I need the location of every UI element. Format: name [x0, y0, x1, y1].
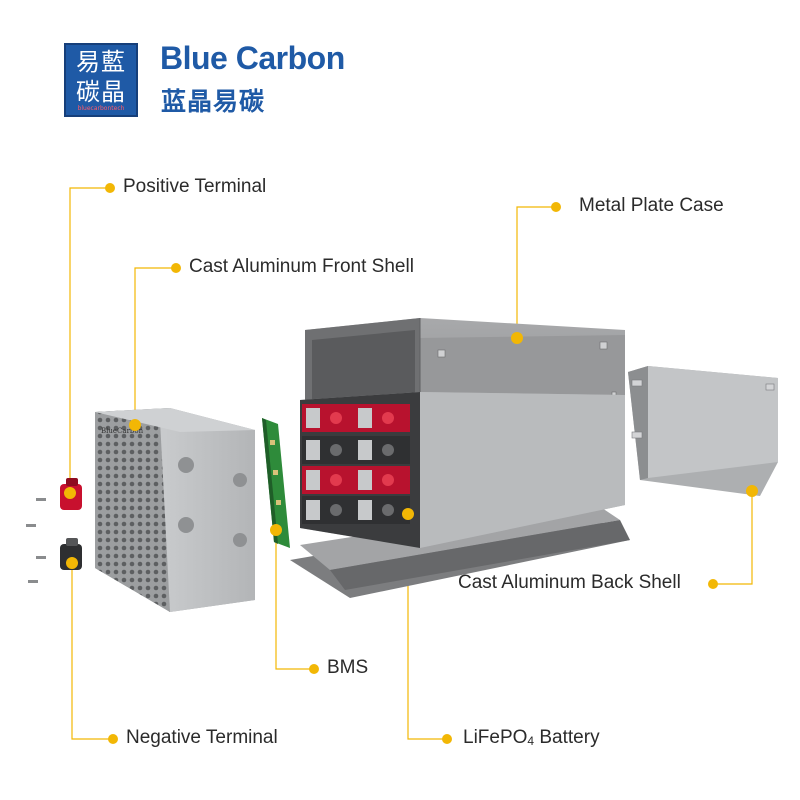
callout-dots	[64, 183, 758, 744]
leader-lines	[69, 187, 753, 740]
leader-front-shell	[134, 267, 176, 425]
label-lifepo4-battery: LiFePO4 Battery	[463, 727, 600, 752]
label-cast-aluminum-back-shell: Cast Aluminum Back Shell	[458, 572, 681, 593]
leader-metal-case	[516, 206, 556, 338]
brand-logo: 易藍 碳晶 bluecarbontech	[64, 43, 138, 117]
logo-small-text: bluecarbontech	[77, 105, 125, 112]
leader-back-shell	[713, 491, 753, 585]
bms-board	[262, 418, 290, 548]
label-metal-plate-case: Metal Plate Case	[579, 195, 724, 216]
brand-name-english: Blue Carbon	[160, 40, 345, 76]
label-cast-aluminum-front-shell: Cast Aluminum Front Shell	[189, 256, 414, 277]
label-positive-terminal: Positive Terminal	[123, 176, 267, 197]
battery-label-prefix: LiFePO	[463, 727, 528, 748]
brand-name-chinese: 蓝晶易碳	[161, 87, 266, 116]
battery-label-suffix: Battery	[534, 727, 600, 748]
cast-aluminum-front-shell: BlueCarbon	[95, 408, 255, 612]
leader-battery	[407, 514, 447, 740]
battery-label-subscript: 4	[527, 734, 535, 748]
lifepo4-battery-stack	[300, 392, 625, 548]
leader-negative-terminal	[71, 563, 113, 740]
cast-aluminum-back-shell	[628, 366, 778, 496]
label-negative-terminal: Negative Terminal	[126, 727, 278, 748]
front-shell-panel-label: BlueCarbon	[101, 427, 144, 435]
leader-positive-terminal	[69, 187, 110, 493]
cell-terminals	[302, 404, 410, 524]
leader-bms	[275, 530, 314, 670]
terminal-screws	[26, 498, 46, 583]
logo-characters: 易藍 碳晶	[76, 48, 126, 106]
label-bms: BMS	[327, 657, 369, 678]
